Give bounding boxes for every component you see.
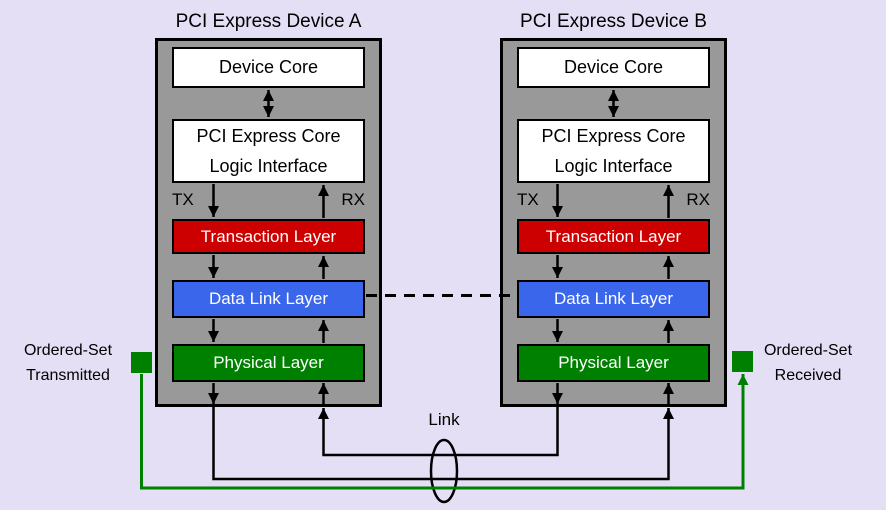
device-a-transaction-layer-label: Transaction Layer [200,226,337,246]
ordered-set-transmitted-line1: Ordered-Set [23,342,113,359]
device-b-core-logic-line2: Logic Interface [554,156,673,176]
device-b-data-link-layer: Data Link Layer [517,280,710,318]
device-b-transaction-layer: Transaction Layer [517,219,710,254]
device-b-rx-label: RX [686,190,710,209]
device-a-physical-layer: Physical Layer [172,344,365,382]
device-a-core-logic-interface: PCI Express Core Logic Interface [172,119,365,183]
device-a-transaction-layer: Transaction Layer [172,219,365,254]
ordered-set-received-label: Ordered-Set Received [753,338,863,388]
device-b-tx-label: TX [517,190,539,209]
device-a-device-core-label: Device Core [218,57,319,77]
device-a-rx-label: RX [341,190,365,209]
ordered-set-transmitted-square [131,352,152,373]
device-b-data-link-layer-label: Data Link Layer [553,289,674,308]
device-a-physical-layer-label: Physical Layer [213,353,324,372]
device-a-core-logic-line2: Logic Interface [209,156,328,176]
device-a-data-link-layer-label: Data Link Layer [208,289,329,308]
device-b-title: PCI Express Device B [520,11,707,32]
ordered-set-received-square [732,351,753,372]
device-b-device-core-label: Device Core [563,57,664,77]
device-b-core-logic-line1: PCI Express Core [541,126,686,146]
ordered-set-transmitted-line2: Transmitted [26,367,110,384]
ordered-set-received-line2: Received [774,367,842,384]
device-a-device-core: Device Core [172,47,365,88]
device-b-core-logic-interface: PCI Express Core Logic Interface [517,119,710,183]
device-a-title: PCI Express Device A [175,11,362,32]
device-a-data-link-layer: Data Link Layer [172,280,365,318]
device-a-core-logic-line1: PCI Express Core [196,126,341,146]
ordered-set-transmitted-label: Ordered-Set Transmitted [8,338,128,388]
device-b-physical-layer-label: Physical Layer [558,353,669,372]
device-b-physical-layer: Physical Layer [517,344,710,382]
device-b-device-core: Device Core [517,47,710,88]
device-a-tx-label: TX [172,190,194,209]
link-ellipse [429,438,459,504]
link-label: Link [428,410,460,429]
ordered-set-received-line1: Ordered-Set [763,342,853,359]
device-b-transaction-layer-label: Transaction Layer [545,226,682,246]
